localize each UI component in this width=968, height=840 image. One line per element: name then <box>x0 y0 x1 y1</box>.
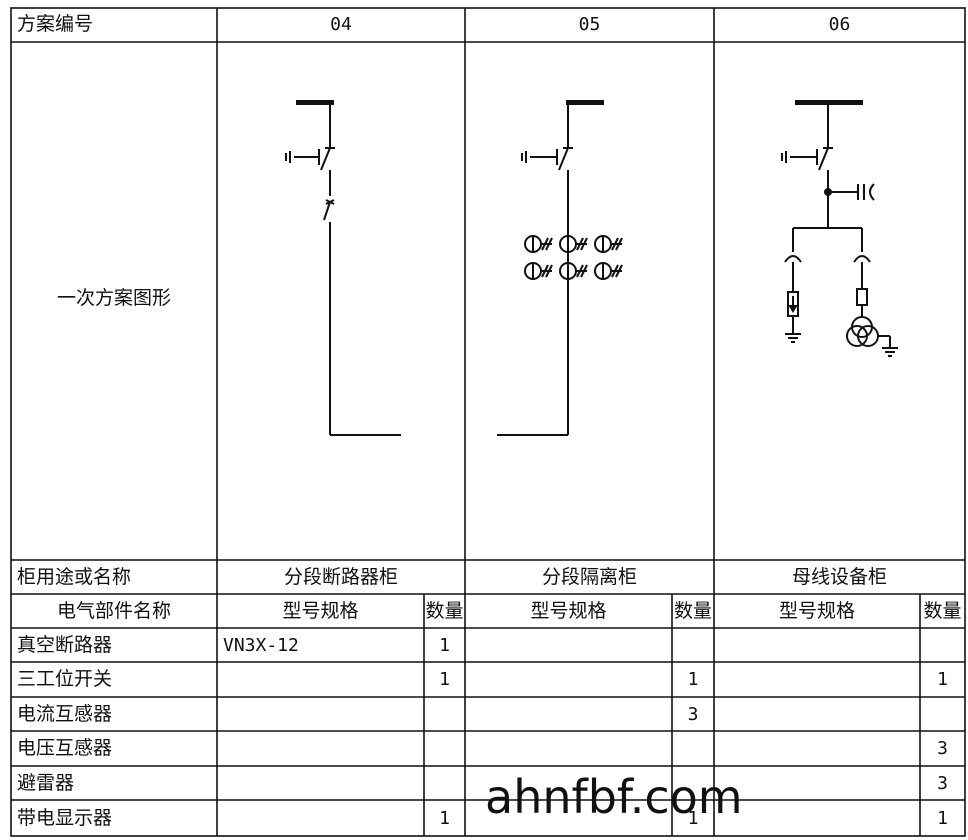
qty-header-05: 数量 <box>673 600 712 622</box>
part-qty: 3 <box>937 773 948 794</box>
part-qty: 1 <box>687 808 699 829</box>
scheme-number-05: 05 <box>578 14 601 35</box>
usage-05: 分段隔离柜 <box>541 566 637 588</box>
part-qty: 1 <box>439 808 450 829</box>
watermark-text: ahnfbf.com <box>485 770 743 824</box>
cabinet-usage-label: 柜用途或名称 <box>17 566 132 588</box>
scheme-number-label: 方案编号 <box>17 13 94 35</box>
ct-row-top <box>524 235 623 253</box>
model-header-06: 型号规格 <box>778 600 855 622</box>
part-qty: 1 <box>687 669 699 690</box>
part-name: 避雷器 <box>17 772 75 794</box>
scheme-number-04: 04 <box>330 14 352 35</box>
model-header-04: 型号规格 <box>282 600 359 622</box>
qty-header-04: 数量 <box>425 600 464 622</box>
scheme-number-06: 06 <box>828 14 851 35</box>
part-qty: 1 <box>937 669 948 690</box>
qty-header-06: 数量 <box>923 600 962 622</box>
part-qty: 1 <box>937 808 948 829</box>
part-name: 真空断路器 <box>17 634 113 656</box>
part-name-header: 电气部件名称 <box>56 600 171 622</box>
part-qty: 3 <box>937 738 948 759</box>
part-qty: 1 <box>439 635 450 656</box>
part-name: 三工位开关 <box>17 668 113 690</box>
primary-scheme-diagram-label: 一次方案图形 <box>56 287 171 309</box>
ct-row-bottom <box>524 262 623 280</box>
part-name: 带电显示器 <box>17 807 113 829</box>
model-header-05: 型号规格 <box>530 600 607 622</box>
part-model: VN3X-12 <box>223 635 299 656</box>
part-qty: 3 <box>687 704 699 725</box>
part-qty: 1 <box>439 669 450 690</box>
usage-04: 分段断路器柜 <box>283 566 398 588</box>
usage-06: 母线设备柜 <box>791 566 887 588</box>
part-name: 电压互感器 <box>17 737 113 759</box>
part-name: 电流互感器 <box>17 703 113 725</box>
